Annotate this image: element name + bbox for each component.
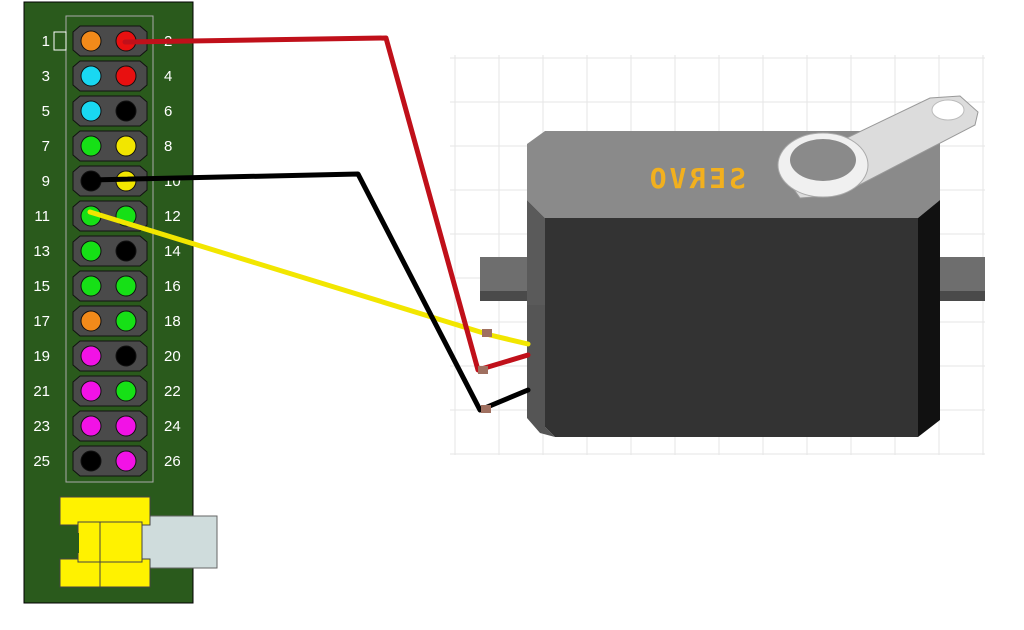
header-pin — [80, 450, 102, 472]
header-outline — [65, 15, 154, 483]
header-pin — [115, 310, 137, 332]
header-pin — [80, 135, 102, 157]
pin-number-right: 12 — [164, 208, 181, 225]
wire-end-ground — [481, 405, 491, 413]
header-pin — [115, 240, 137, 262]
pin-number-right: 26 — [164, 453, 181, 470]
pin-number-left: 21 — [33, 383, 50, 400]
pin-number-left: 1 — [42, 33, 50, 50]
header-pin — [115, 135, 137, 157]
servo-label: SERVO — [647, 162, 746, 195]
wire-end-signal — [482, 329, 492, 337]
pin-number-right: 16 — [164, 278, 181, 295]
header-pin — [115, 275, 137, 297]
header-pin — [115, 65, 137, 87]
header-pin — [115, 380, 137, 402]
pin-number-right: 20 — [164, 348, 181, 365]
header-pin — [115, 100, 137, 122]
pin-number-left: 5 — [42, 103, 50, 120]
header-pin — [80, 100, 102, 122]
board-connector-icon — [59, 496, 218, 588]
wire-ground — [87, 171, 531, 413]
wire-power — [122, 35, 531, 373]
wire-end-power — [478, 366, 488, 374]
pin-number-right: 8 — [164, 138, 172, 155]
pin-number-right: 24 — [164, 418, 181, 435]
pin-number-left: 23 — [33, 418, 50, 435]
pin-number-left: 9 — [42, 173, 50, 190]
header-pin — [115, 345, 137, 367]
servo-body — [545, 218, 918, 437]
pin-number-right: 22 — [164, 383, 181, 400]
pin-number-right: 4 — [164, 68, 172, 85]
header-pin — [115, 415, 137, 437]
pin-number-left: 15 — [33, 278, 50, 295]
pin-number-left: 11 — [34, 208, 50, 225]
pin-number-left: 19 — [33, 348, 50, 365]
header-pin — [80, 240, 102, 262]
pin-number-right: 18 — [164, 313, 181, 330]
header-pin — [80, 30, 102, 52]
pin-number-right: 6 — [164, 103, 172, 120]
header-pin — [80, 415, 102, 437]
pin-number-right: 14 — [164, 243, 181, 260]
header-pin — [80, 275, 102, 297]
servo-motor: SERVO — [480, 95, 985, 437]
header-pin — [80, 345, 102, 367]
pin-number-left: 17 — [33, 313, 50, 330]
header-pin — [80, 310, 102, 332]
header-pin — [80, 380, 102, 402]
pin-number-left: 7 — [42, 138, 50, 155]
servo-horn-icon — [777, 95, 979, 199]
pin-number-left: 25 — [33, 453, 50, 470]
wires — [87, 35, 531, 413]
header-pin — [80, 65, 102, 87]
pin-number-left: 13 — [33, 243, 50, 260]
header-pin — [115, 450, 137, 472]
pin-number-left: 3 — [42, 68, 50, 85]
pin1-marker — [53, 31, 67, 51]
